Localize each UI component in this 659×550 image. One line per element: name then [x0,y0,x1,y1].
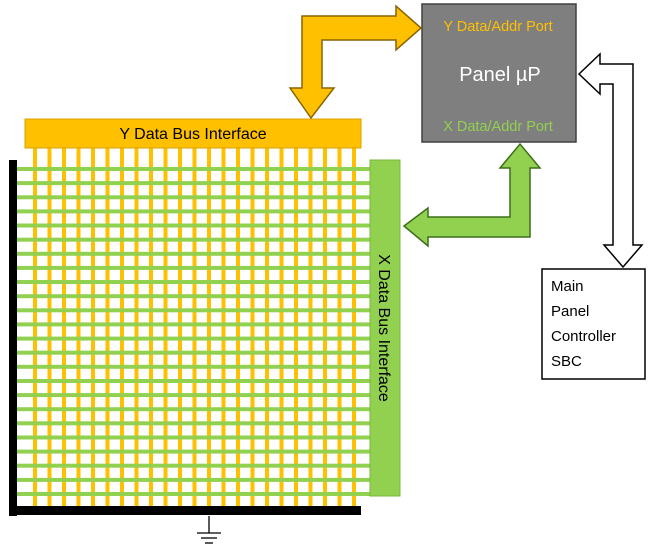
y-data-bus-label: Y Data Bus Interface [119,126,266,143]
x-bus-line [17,393,370,398]
x-data-bus-label: X Data Bus Interface [375,254,392,402]
y-bus-line [236,148,240,506]
y-bus-line [337,148,342,506]
ground-icon [197,516,221,544]
y-bus-arrow [288,4,423,120]
left-frame [9,160,17,516]
y-bus-line [250,148,255,506]
y-bus-line [33,148,37,506]
x-bus-line [17,407,370,412]
y-bus-line [323,148,327,506]
x-bus-line [17,336,370,341]
x-bus-line [17,280,370,284]
y-bus-line [352,148,356,506]
y-bus-line [163,148,168,506]
y-bus-line [91,148,95,506]
x-bus-line [17,350,370,355]
controller-line: Main [551,278,584,295]
y-bus-line [178,148,182,506]
x-bus-line [17,223,370,228]
x-bus-line [17,181,370,186]
x-line-group [17,167,370,496]
y-bus-line [279,148,284,506]
y-bus-line [207,148,211,506]
controller-link-arrow [577,52,644,269]
y-data-bus-interface [24,118,362,149]
y-bus-line [308,148,313,506]
x-bus-line [17,237,370,242]
x-bus-line [17,364,370,369]
x-bus-line [17,477,370,482]
y-bus-line [47,148,52,506]
x-bus-line [17,379,370,383]
y-bus-line [294,148,298,506]
x-bus-line [17,265,370,270]
x-bus-line [17,251,370,256]
x-bus-line [17,435,370,440]
x-bus-line [17,449,370,454]
x-bus-line [17,492,370,496]
x-bus-line [17,322,370,327]
y-line-group [33,148,356,506]
x-bus-line [17,167,370,171]
controller-line: Panel [551,303,589,320]
x-bus-arrow [402,142,542,248]
y-bus-line [221,148,226,506]
y-bus-line [120,148,124,506]
y-bus-line [76,148,81,506]
x-data-bus-interface [369,159,401,497]
y-bus-line [134,148,139,506]
controller-line: Controller [551,328,616,345]
panel-microprocessor [421,3,577,143]
y-bus-line [192,148,197,506]
y-bus-line [149,148,153,506]
x-bus-line [17,463,370,468]
x-bus-line [17,308,370,313]
x-bus-line [17,195,370,200]
x-bus-line [17,421,370,426]
main-panel-controller [541,268,646,380]
x-data-addr-port-label: X Data/Addr Port [443,119,553,135]
x-bus-line [17,209,370,214]
y-bus-line [265,148,269,506]
panel-up-title: Panel µP [459,64,541,86]
controller-line: SBC [551,353,582,370]
x-bus-line [17,294,370,299]
bottom-frame [9,506,361,515]
y-data-addr-port-label: Y Data/Addr Port [443,19,552,35]
y-bus-line [105,148,110,506]
y-bus-line [62,148,66,506]
